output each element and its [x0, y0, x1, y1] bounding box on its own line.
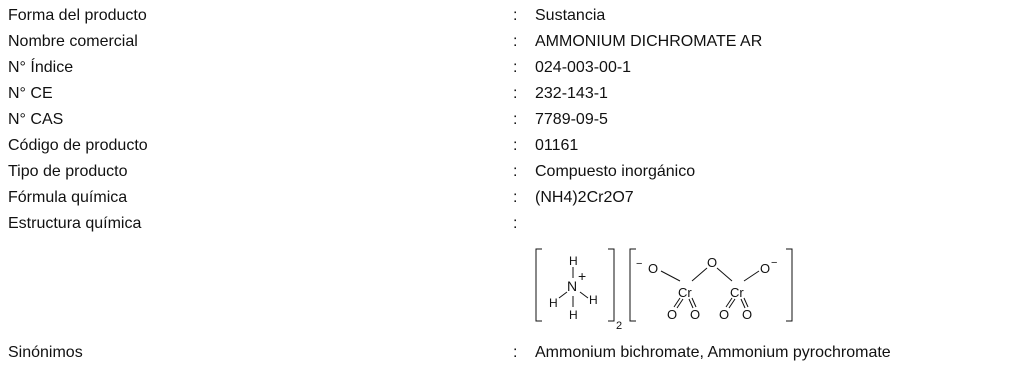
double-bond-cr2-o1-a [725, 297, 733, 308]
anion-right-bracket [786, 248, 793, 322]
atom-h-top: H [569, 254, 578, 268]
row-value: 024-003-00-1 [535, 59, 632, 76]
row-sinonimos: Sinónimos : Ammonium bichromate, Ammoniu… [0, 343, 1013, 365]
double-bond-cr2-o2-a [740, 298, 746, 309]
row-n-indice: N° Índice : 024-003-00-1 [0, 58, 1013, 80]
row-separator: : [513, 33, 518, 50]
row-label: Forma del producto [8, 7, 147, 24]
row-label: N° CE [8, 85, 53, 102]
charge-plus: + [578, 268, 586, 284]
row-separator: : [513, 215, 518, 232]
double-bond-cr1-o1-a [673, 297, 681, 308]
row-tipo-de-producto: Tipo de producto : Compuesto inorgánico [0, 162, 1013, 184]
row-separator: : [513, 111, 518, 128]
double-bond-cr2-o2-b [743, 297, 749, 308]
bond-cr-o-bridge-left [691, 267, 708, 282]
row-value: Compuesto inorgánico [535, 163, 696, 180]
row-separator: : [513, 163, 518, 180]
double-bond-cr2-o1-b [728, 298, 736, 309]
charge-minus-left: − [636, 258, 642, 270]
row-nombre-comercial: Nombre comercial : AMMONIUM DICHROMATE A… [0, 32, 1013, 54]
atom-o-right: O [760, 261, 770, 276]
row-value: (NH4)2Cr2O7 [535, 189, 634, 206]
chemical-structure-diagram: H N + H H H 2 − O Cr O Cr O − O O O O [530, 243, 810, 333]
atom-o-cr1-b: O [690, 307, 700, 322]
anion-left-bracket [629, 248, 636, 322]
row-value: Ammonium bichromate, Ammonium pyrochroma… [535, 344, 891, 361]
row-n-ce: N° CE : 232-143-1 [0, 84, 1013, 106]
row-separator: : [513, 137, 518, 154]
cation-right-bracket [608, 248, 615, 322]
row-label: Fórmula química [8, 189, 128, 206]
row-forma-del-producto: Forma del producto : Sustancia [0, 6, 1013, 28]
row-value: AMMONIUM DICHROMATE AR [535, 33, 763, 50]
double-bond-cr1-o1-b [676, 298, 684, 309]
atom-o-cr1-a: O [667, 307, 677, 322]
row-label: Sinónimos [8, 344, 83, 361]
row-label: Código de producto [8, 137, 148, 154]
bond-o-cr-bridge-right [716, 267, 733, 282]
double-bond-cr1-o2-a [688, 298, 694, 309]
atom-o-cr2-b: O [742, 307, 752, 322]
row-value: 01161 [535, 137, 579, 154]
row-formula-quimica: Fórmula química : (NH4)2Cr2O7 [0, 188, 1013, 210]
atom-o-left: O [648, 261, 658, 276]
row-separator: : [513, 189, 518, 206]
row-separator: : [513, 7, 518, 24]
row-label: N° Índice [8, 59, 74, 76]
atom-h-left: H [549, 296, 558, 310]
row-codigo-de-producto: Código de producto : 01161 [0, 136, 1013, 158]
cation-count-subscript: 2 [616, 320, 622, 332]
atom-cr-left: Cr [678, 285, 692, 300]
row-value: 232-143-1 [535, 85, 608, 102]
row-separator: : [513, 85, 518, 102]
bond-n-h-left [558, 291, 568, 299]
row-separator: : [513, 59, 518, 76]
row-estructura-quimica: Estructura química : [0, 214, 1013, 236]
atom-o-cr2-a: O [719, 307, 729, 322]
bond-o-cr-left [660, 270, 681, 282]
double-bond-cr1-o2-b [691, 297, 697, 308]
row-separator: : [513, 344, 518, 361]
row-label: Estructura química [8, 215, 142, 232]
cation-left-bracket [535, 248, 542, 322]
row-label: Nombre comercial [8, 33, 138, 50]
row-n-cas: N° CAS : 7789-09-5 [0, 110, 1013, 132]
charge-minus-right: − [771, 257, 777, 269]
bond-cr-o-right [743, 270, 760, 282]
atom-h-right: H [589, 293, 598, 307]
bond-n-h-right [579, 291, 589, 299]
row-value: Sustancia [535, 7, 606, 24]
row-value: 7789-09-5 [535, 111, 608, 128]
atom-h-bottom: H [569, 308, 578, 322]
row-label: N° CAS [8, 111, 64, 128]
row-label: Tipo de producto [8, 163, 128, 180]
atom-n: N [567, 278, 577, 294]
chemical-structure-svg: H N + H H H 2 − O Cr O Cr O − O O O O [535, 248, 793, 332]
atom-o-bridge: O [707, 255, 717, 270]
atom-cr-right: Cr [730, 285, 744, 300]
